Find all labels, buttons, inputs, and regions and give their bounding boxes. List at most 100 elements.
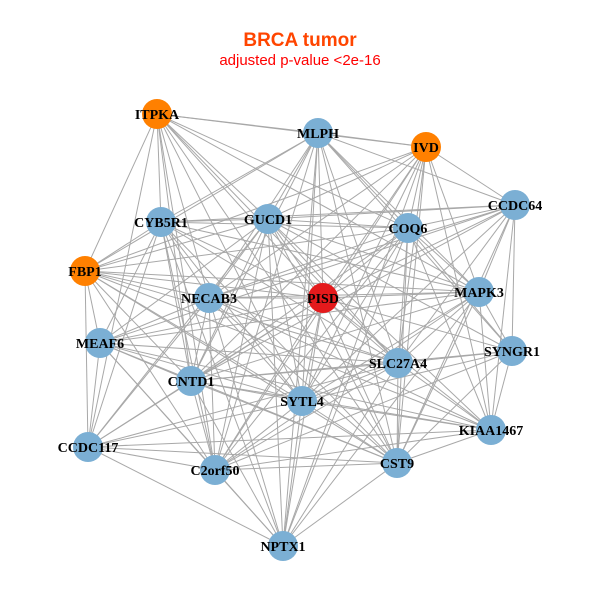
edge-MLPH-FBP1 bbox=[84, 132, 319, 272]
node-sytl4[interactable]: SYTL4 bbox=[280, 386, 324, 416]
edge-MAPK3-C2orf50 bbox=[214, 291, 480, 471]
edge-CYB5R1-CST9 bbox=[160, 221, 398, 464]
node-label: IVD bbox=[413, 141, 439, 156]
node-label: MAPK3 bbox=[454, 286, 504, 301]
node-circle bbox=[85, 328, 115, 358]
edge-CCDC64-MEAF6 bbox=[99, 204, 516, 344]
edge-MEAF6-KIAA1467 bbox=[99, 342, 492, 431]
node-gucd1[interactable]: GUCD1 bbox=[244, 204, 292, 234]
edge-PISD-SYTL4 bbox=[301, 297, 324, 402]
edge-IVD-SYTL4 bbox=[301, 146, 427, 402]
edge-COQ6-NECAB3 bbox=[208, 227, 409, 299]
node-ccdc64[interactable]: CCDC64 bbox=[488, 190, 542, 220]
edge-ITPKA-FBP1 bbox=[84, 113, 158, 272]
edge-IVD-PISD bbox=[322, 146, 427, 299]
node-label: MEAF6 bbox=[76, 337, 124, 352]
node-label: NECAB3 bbox=[181, 292, 237, 307]
edge-SYTL4-NPTX1 bbox=[282, 400, 303, 547]
edge-COQ6-SYNGR1 bbox=[407, 227, 513, 352]
edge-FBP1-MAPK3 bbox=[84, 270, 480, 293]
edge-FBP1-CST9 bbox=[84, 270, 398, 464]
edge-GUCD1-KIAA1467 bbox=[267, 218, 492, 431]
node-slc27a4[interactable]: SLC27A4 bbox=[369, 348, 427, 378]
node-meaf6[interactable]: MEAF6 bbox=[76, 328, 124, 358]
node-circle bbox=[393, 213, 423, 243]
edge-GUCD1-MEAF6 bbox=[99, 218, 269, 344]
edge-CCDC117-C2orf50 bbox=[87, 446, 216, 471]
edge-COQ6-CNTD1 bbox=[190, 227, 409, 382]
edge-FBP1-KIAA1467 bbox=[84, 270, 492, 431]
node-label: ITPKA bbox=[135, 108, 180, 123]
edge-SLC27A4-CNTD1 bbox=[190, 362, 399, 382]
node-syngr1[interactable]: SYNGR1 bbox=[484, 336, 540, 366]
node-kiaa1467[interactable]: KIAA1467 bbox=[459, 415, 524, 445]
node-label: SLC27A4 bbox=[369, 357, 427, 372]
edge-ITPKA-C2orf50 bbox=[156, 113, 216, 471]
node-mapk3[interactable]: MAPK3 bbox=[454, 277, 504, 307]
node-itpka[interactable]: ITPKA bbox=[135, 99, 180, 129]
edge-IVD-NPTX1 bbox=[282, 146, 427, 547]
edge-MLPH-CCDC64 bbox=[317, 132, 516, 206]
node-c2orf50[interactable]: C2orf50 bbox=[191, 455, 240, 485]
edge-MAPK3-CST9 bbox=[396, 291, 480, 464]
node-circle bbox=[464, 277, 494, 307]
node-ccdc117[interactable]: CCDC117 bbox=[58, 432, 119, 462]
edge-CCDC64-SYNGR1 bbox=[511, 204, 516, 352]
node-label: NPTX1 bbox=[260, 540, 305, 555]
node-circle bbox=[308, 283, 338, 313]
node-label: C2orf50 bbox=[191, 464, 240, 479]
figure-title: BRCA tumor bbox=[243, 30, 357, 51]
edge-CST9-NPTX1 bbox=[282, 462, 398, 547]
node-coq6[interactable]: COQ6 bbox=[389, 213, 428, 243]
edge-CYB5R1-PISD bbox=[160, 221, 324, 299]
figure-subtitle: adjusted p-value <2e-16 bbox=[219, 52, 381, 69]
node-pisd[interactable]: PISD bbox=[307, 283, 339, 313]
edge-NECAB3-CCDC117 bbox=[87, 297, 210, 448]
node-mlph[interactable]: MLPH bbox=[297, 118, 339, 148]
edge-CCDC64-CST9 bbox=[396, 204, 516, 464]
edge-CYB5R1-MEAF6 bbox=[99, 221, 162, 344]
node-cyb5r1[interactable]: CYB5R1 bbox=[134, 207, 188, 237]
node-necab3[interactable]: NECAB3 bbox=[181, 283, 237, 313]
edge-CNTD1-NPTX1 bbox=[190, 380, 284, 547]
node-cntd1[interactable]: CNTD1 bbox=[168, 366, 215, 396]
edge-CYB5R1-SLC27A4 bbox=[160, 221, 399, 364]
edge-IVD-CCDC64 bbox=[425, 146, 516, 206]
edge-NECAB3-KIAA1467 bbox=[208, 297, 492, 431]
edge-CYB5R1-SYTL4 bbox=[160, 221, 303, 402]
node-circle bbox=[287, 386, 317, 416]
node-circle bbox=[200, 455, 230, 485]
edge-MLPH-C2orf50 bbox=[214, 132, 319, 471]
node-circle bbox=[497, 336, 527, 366]
node-nptx1[interactable]: NPTX1 bbox=[260, 531, 306, 561]
node-circle bbox=[382, 448, 412, 478]
edge-CCDC64-MAPK3 bbox=[478, 204, 516, 293]
edge-SLC27A4-C2orf50 bbox=[214, 362, 399, 471]
node-circle bbox=[500, 190, 530, 220]
edge-CYB5R1-FBP1 bbox=[84, 221, 162, 272]
edge-SYTL4-CST9 bbox=[301, 400, 398, 464]
edge-ITPKA-GUCD1 bbox=[156, 113, 269, 220]
edge-GUCD1-COQ6 bbox=[267, 218, 409, 229]
edge-CCDC64-KIAA1467 bbox=[490, 204, 516, 431]
node-fbp1[interactable]: FBP1 bbox=[68, 256, 102, 286]
edge-CYB5R1-MAPK3 bbox=[160, 221, 480, 293]
edge-PISD-NPTX1 bbox=[282, 297, 324, 547]
edge-GUCD1-MAPK3 bbox=[267, 218, 480, 293]
edge-SYTL4-KIAA1467 bbox=[301, 400, 492, 431]
edge-COQ6-CST9 bbox=[396, 227, 409, 464]
edge-SYNGR1-SYTL4 bbox=[301, 350, 513, 402]
edge-COQ6-SYTL4 bbox=[301, 227, 409, 402]
node-cst9[interactable]: CST9 bbox=[380, 448, 414, 478]
edge-NECAB3-MEAF6 bbox=[99, 297, 210, 344]
edge-MAPK3-SYTL4 bbox=[301, 291, 480, 402]
edges-layer bbox=[84, 113, 516, 547]
edge-CYB5R1-CCDC117 bbox=[87, 221, 162, 448]
edge-MAPK3-KIAA1467 bbox=[478, 291, 492, 431]
edge-KIAA1467-C2orf50 bbox=[214, 429, 492, 471]
node-ivd[interactable]: IVD bbox=[411, 132, 441, 162]
edge-CNTD1-CCDC117 bbox=[87, 380, 192, 448]
edge-C2orf50-NPTX1 bbox=[214, 469, 284, 547]
node-label: MLPH bbox=[297, 127, 339, 142]
